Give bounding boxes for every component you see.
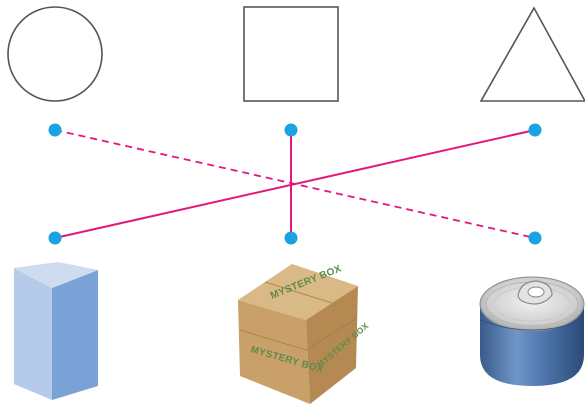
square-outline-icon <box>243 6 339 102</box>
dot-top-square[interactable] <box>284 123 298 137</box>
connector-triangle-to-prism <box>54 129 536 239</box>
dot-bottom-can[interactable] <box>528 231 542 245</box>
dot-bottom-prism[interactable] <box>48 231 62 245</box>
mystery-box-icon: MYSTERY BOX MYSTERY BOX MYSTERY BOX <box>238 263 371 404</box>
triangular-prism-icon <box>14 262 98 400</box>
dot-bottom-box[interactable] <box>284 231 298 245</box>
dot-top-circle[interactable] <box>48 123 62 137</box>
dot-top-triangle[interactable] <box>528 123 542 137</box>
circle-outline-icon <box>7 6 103 102</box>
tin-can-icon <box>479 276 585 386</box>
triangle-outline-icon <box>479 6 585 102</box>
